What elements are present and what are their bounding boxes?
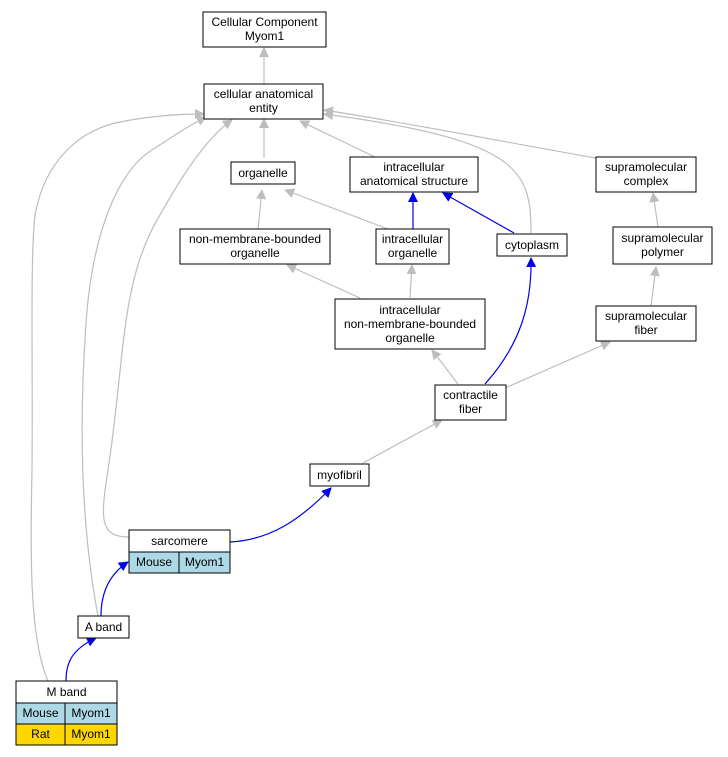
edge-contractile-to-supfiber <box>504 341 611 389</box>
node-label-line: non-membrane-bounded <box>344 317 476 331</box>
node-intracellular-organelle[interactable]: intracellular organelle <box>375 228 450 265</box>
annotation-gene: Myom1 <box>71 706 111 720</box>
node-label-line: intracellular <box>383 160 444 174</box>
node-label-line: entity <box>249 101 278 115</box>
node-supramolecular-polymer[interactable]: supramolecular polymer <box>612 226 713 265</box>
annotation-species: Mouse <box>136 555 172 569</box>
node-label-line: non-membrane-bounded <box>189 232 321 246</box>
edge-supcomplex-to-cae <box>323 106 597 159</box>
node-label-line: cellular anatomical <box>214 87 313 101</box>
node-label-line: anatomical structure <box>360 174 468 188</box>
node-supramolecular-complex[interactable]: supramolecular complex <box>595 156 697 193</box>
node-label-line: Cellular Component <box>211 15 318 29</box>
edge-ias-to-cae <box>299 120 376 158</box>
node-label-line: intracellular <box>382 232 443 246</box>
node-label-line: fiber <box>459 402 482 416</box>
node-label: A band <box>85 620 122 634</box>
node-sarcomere[interactable]: sarcomere Mouse Myom1 <box>128 529 231 574</box>
node-non-membrane-bounded-organelle[interactable]: non-membrane-bounded organelle <box>179 228 331 265</box>
node-myofibril[interactable]: myofibril <box>309 463 370 487</box>
node-label-line: organelle <box>388 246 438 260</box>
edge-sarcomere-to-cae <box>102 119 233 538</box>
edge-cytoplasm-to-ias <box>442 192 515 234</box>
node-label-line: contractile <box>443 388 498 402</box>
edge-aband-to-cae <box>81 116 207 617</box>
edge-sarcomere-to-myofibril <box>229 487 332 543</box>
annotation-species: Mouse <box>22 706 58 720</box>
node-label: sarcomere <box>151 534 208 548</box>
node-label: cytoplasm <box>505 238 559 252</box>
node-label-line: complex <box>624 174 669 188</box>
node-cellular-anatomical-entity[interactable]: cellular anatomical entity <box>203 83 324 120</box>
edge-contractile-to-inmbo <box>431 349 459 385</box>
edge-inmbo-to-io <box>406 264 417 299</box>
node-contractile-fiber[interactable]: contractile fiber <box>434 384 507 421</box>
node-a-band[interactable]: A band <box>77 615 130 639</box>
node-label-line: supramolecular <box>621 231 703 245</box>
node-cellular-component-myom1[interactable]: Cellular Component Myom1 <box>202 11 327 48</box>
node-cytoplasm[interactable]: cytoplasm <box>496 233 568 257</box>
node-label-line: intracellular <box>379 303 440 317</box>
edge-contractile-to-cytoplasm <box>484 257 537 385</box>
node-label-line: supramolecular <box>605 309 687 323</box>
node-intracellular-non-membrane-bounded-organelle[interactable]: intracellular non-membrane-bounded organ… <box>334 298 486 350</box>
node-label-line: Myom1 <box>245 29 285 43</box>
node-label: myofibril <box>317 468 362 482</box>
node-label-line: organelle <box>230 246 280 260</box>
node-label: organelle <box>238 166 288 180</box>
edge-nmbo-to-organelle <box>256 189 267 230</box>
edge-mband-to-aband <box>65 637 97 682</box>
edge-io-to-organelle <box>284 188 389 230</box>
node-intracellular-anatomical-structure[interactable]: intracellular anatomical structure <box>349 156 479 193</box>
node-m-band[interactable]: M band Mouse Myom1 Rat Myom1 <box>15 680 118 746</box>
edge-fiber-to-polymer <box>649 266 660 307</box>
edge-aband-to-sarcomere <box>100 561 129 617</box>
edge-cytoplasm-to-cae <box>323 110 532 234</box>
annotation-gene: Myom1 <box>71 727 111 741</box>
edge-mband-to-cae <box>30 109 205 682</box>
annotation-species: Rat <box>31 727 50 741</box>
node-label-line: polymer <box>641 245 684 259</box>
annotation-gene: Myom1 <box>185 555 225 569</box>
edge-inmbo-to-nmbo <box>286 264 361 299</box>
edge-myofibril-to-contractile <box>362 419 443 464</box>
node-label-line: fiber <box>634 323 657 337</box>
node-label: M band <box>46 685 86 699</box>
node-supramolecular-fiber[interactable]: supramolecular fiber <box>595 305 697 342</box>
node-organelle[interactable]: organelle <box>230 161 296 185</box>
node-label-line: supramolecular <box>605 160 687 174</box>
edge-polymer-to-complex <box>649 192 660 228</box>
node-label-line: organelle <box>385 331 435 345</box>
